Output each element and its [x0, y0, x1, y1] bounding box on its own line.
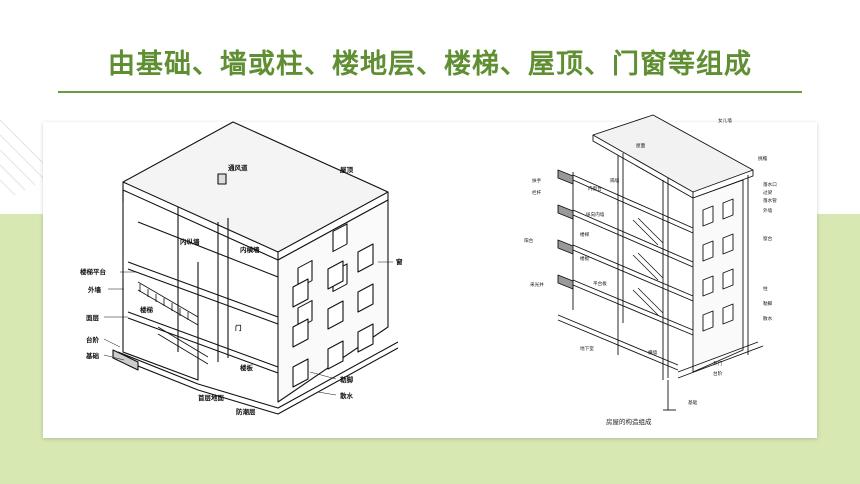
label-vent: 通风道	[228, 163, 248, 172]
figure-caption: 房屋的构造组成	[606, 418, 652, 426]
label-steps-r: 台阶	[713, 370, 723, 377]
label-cross-wall: 横墙	[648, 349, 658, 356]
label-inner-window: 内窗台	[588, 185, 602, 192]
label-floor: 地下室	[580, 345, 594, 352]
slide-title: 由基础、墙或柱、楼地层、楼梯、屋顶、门窗等组成	[108, 49, 752, 80]
label-foundation-r: 基础	[688, 399, 698, 406]
label-balcony: 阳台	[524, 237, 534, 244]
label-inner-wall: 纵向内墙	[586, 211, 605, 218]
label-inner-long-wall: 内纵墙	[180, 237, 200, 246]
label-column: 柱	[763, 285, 768, 292]
label-beam: 过梁	[763, 189, 773, 196]
building-structure-diagram: 女儿墙 屋面 挑檐 落水口 过梁 落水管 外墙 扶手 栏杆 内窗台 隔墙 纵向内…	[524, 114, 777, 411]
label-inner-cross-wall: 内横墙	[240, 245, 260, 254]
label-landing: 楼梯平台	[80, 267, 107, 276]
label-outer-door: 外门	[713, 360, 723, 367]
house-cutaway-diagram: 通风道 屋顶 内纵墙 内横墙 窗 楼梯平台 外墙 楼梯 面层 台阶 基础 门 楼…	[80, 121, 403, 416]
label-rail: 扶手	[532, 177, 542, 184]
label-window: 窗	[396, 257, 403, 266]
label-platform: 平台板	[593, 280, 607, 287]
label-floor-slab: 楼板	[240, 363, 254, 372]
label-sill: 窗台	[763, 235, 773, 242]
label-rail2: 栏杆	[532, 189, 542, 196]
label-partition: 隔墙	[610, 177, 620, 184]
label-steps: 台阶	[86, 335, 100, 344]
label-ground-floor: 首层地面	[198, 393, 225, 402]
label-roof: 屋顶	[340, 165, 354, 174]
label-roof-r: 屋面	[636, 143, 646, 149]
label-door: 门	[235, 323, 242, 332]
label-stair-r: 楼梯	[580, 231, 590, 238]
label-scatter-water: 散水	[340, 391, 354, 400]
label-slab: 楼板	[580, 255, 590, 262]
label-gutter: 落水口	[763, 181, 777, 188]
label-scatter-water-r: 散水	[763, 315, 773, 322]
title-underline	[58, 91, 802, 93]
label-parapet: 女儿墙	[718, 117, 732, 124]
label-ground: 面层	[86, 313, 100, 322]
label-apron-r: 勒脚	[763, 300, 773, 307]
label-well: 采光井	[530, 281, 544, 288]
label-downpipe: 落水管	[763, 197, 777, 204]
label-eave: 挑檐	[758, 155, 768, 162]
label-damp-course: 防潮层	[236, 407, 256, 416]
label-outer-wall: 外墙	[88, 285, 102, 294]
label-stair: 楼梯	[140, 305, 154, 314]
label-foundation: 基础	[85, 351, 100, 360]
label-apron: 勒脚	[340, 375, 354, 384]
label-outer-wall-r: 外墙	[763, 207, 773, 214]
